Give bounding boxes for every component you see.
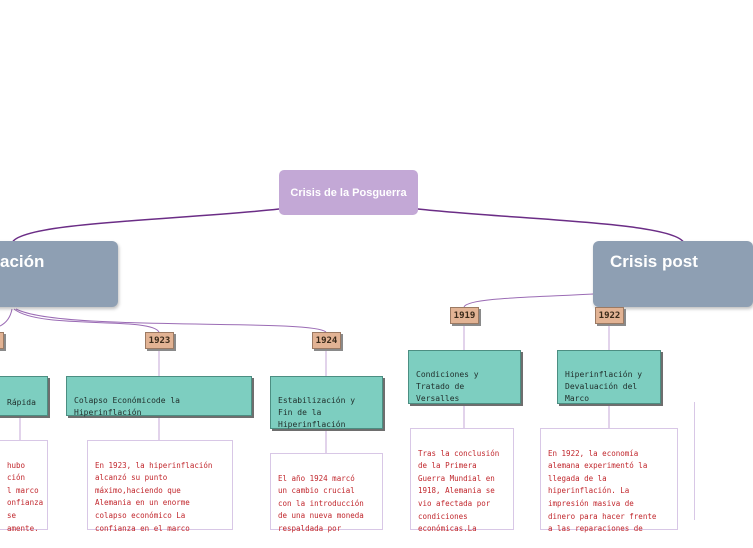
connector-left-partial [0, 308, 13, 327]
topic-estabilizacion[interactable]: Estabilización y Fin de la Hiperinflació… [270, 376, 383, 429]
mind-map-canvas: Crisis de la Posguerra ación Crisis post… [0, 170, 753, 533]
topic-left-partial-label: Rápida [7, 398, 36, 407]
description-1924: El año 1924 marcó un cambio crucial con … [270, 453, 383, 533]
edge-node-partial [694, 402, 700, 520]
root-node[interactable]: Crisis de la Posguerra [279, 170, 418, 215]
description-1919-text: Tras la conclusión de la Primera Guerra … [418, 448, 500, 534]
year-tag-1919[interactable]: 1919 [450, 307, 479, 324]
description-1919: Tras la conclusión de la Primera Guerra … [410, 428, 514, 533]
description-1922-text: En 1922, la economía alemana experimentó… [548, 448, 657, 534]
connector-root-left [11, 208, 280, 244]
topic-hiperinflacion-label: Hiperinflación y Devaluación del Marco [565, 370, 643, 403]
year-tag-1924[interactable]: 1924 [312, 332, 341, 349]
description-left-partial: hubo ción l marco onfianza se amente. [0, 440, 48, 533]
year-tag-left-partial[interactable] [0, 332, 4, 349]
root-label: Crisis de la Posguerra [290, 186, 407, 199]
connector-left-1923 [13, 308, 160, 333]
year-tag-1922[interactable]: 1922 [595, 307, 624, 324]
branch-right[interactable]: Crisis post [593, 241, 753, 307]
topic-colapso-label: Colapso Económicode la Hiperinflación [74, 396, 180, 417]
connector-root-right [417, 208, 685, 244]
description-left-partial-text: hubo ción l marco onfianza se amente. [7, 460, 44, 533]
description-1922: En 1922, la economía alemana experimentó… [540, 428, 678, 533]
description-1923-text: En 1923, la hiperinflación alcanzó su pu… [95, 460, 213, 533]
topic-colapso-economico[interactable]: Colapso Económicode la Hiperinflación [66, 376, 252, 417]
topic-hiperinflacion-devaluacion[interactable]: Hiperinflación y Devaluación del Marco [557, 350, 661, 404]
topic-condiciones-label: Condiciones y Tratado de Versalles [416, 370, 479, 403]
topic-condiciones-versalles[interactable]: Condiciones y Tratado de Versalles [408, 350, 521, 404]
description-1923: En 1923, la hiperinflación alcanzó su pu… [87, 440, 233, 533]
year-tag-1923[interactable]: 1923 [145, 332, 174, 349]
topic-estabilizacion-label: Estabilización y Fin de la Hiperinflació… [278, 396, 356, 429]
branch-right-label: Crisis post [610, 252, 698, 271]
branch-left-label: ación [0, 252, 45, 271]
connector-left-1924 [15, 308, 327, 333]
topic-left-partial[interactable]: Rápida [0, 376, 48, 416]
description-1924-text: El año 1924 marcó un cambio crucial con … [278, 473, 364, 533]
branch-left[interactable]: ación [0, 241, 118, 307]
